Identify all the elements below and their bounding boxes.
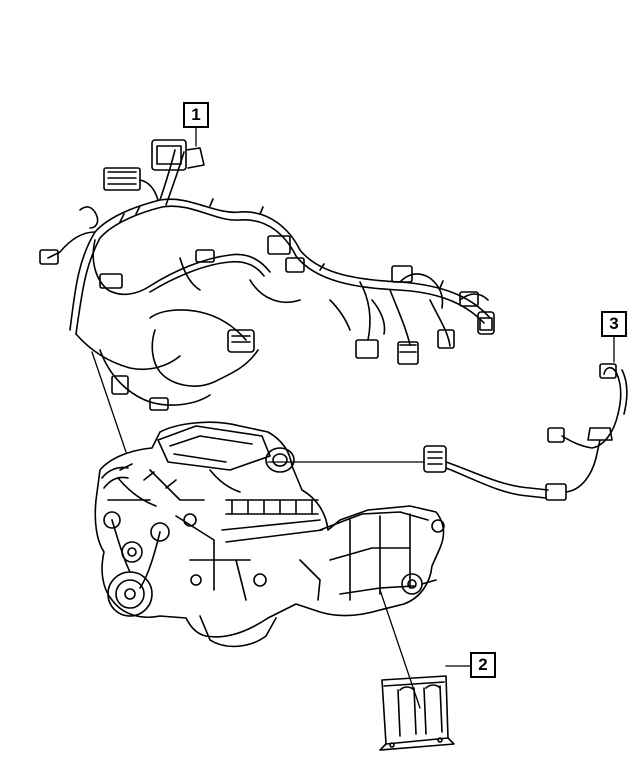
callout-2: 2 <box>470 652 496 678</box>
transfer-case-harness <box>423 363 628 501</box>
callout-1: 1 <box>183 102 209 128</box>
wiring-shield <box>379 589 455 751</box>
engine-assembly <box>94 421 445 648</box>
callout-3: 3 <box>601 311 627 337</box>
engine-wiring-harness <box>39 139 495 453</box>
